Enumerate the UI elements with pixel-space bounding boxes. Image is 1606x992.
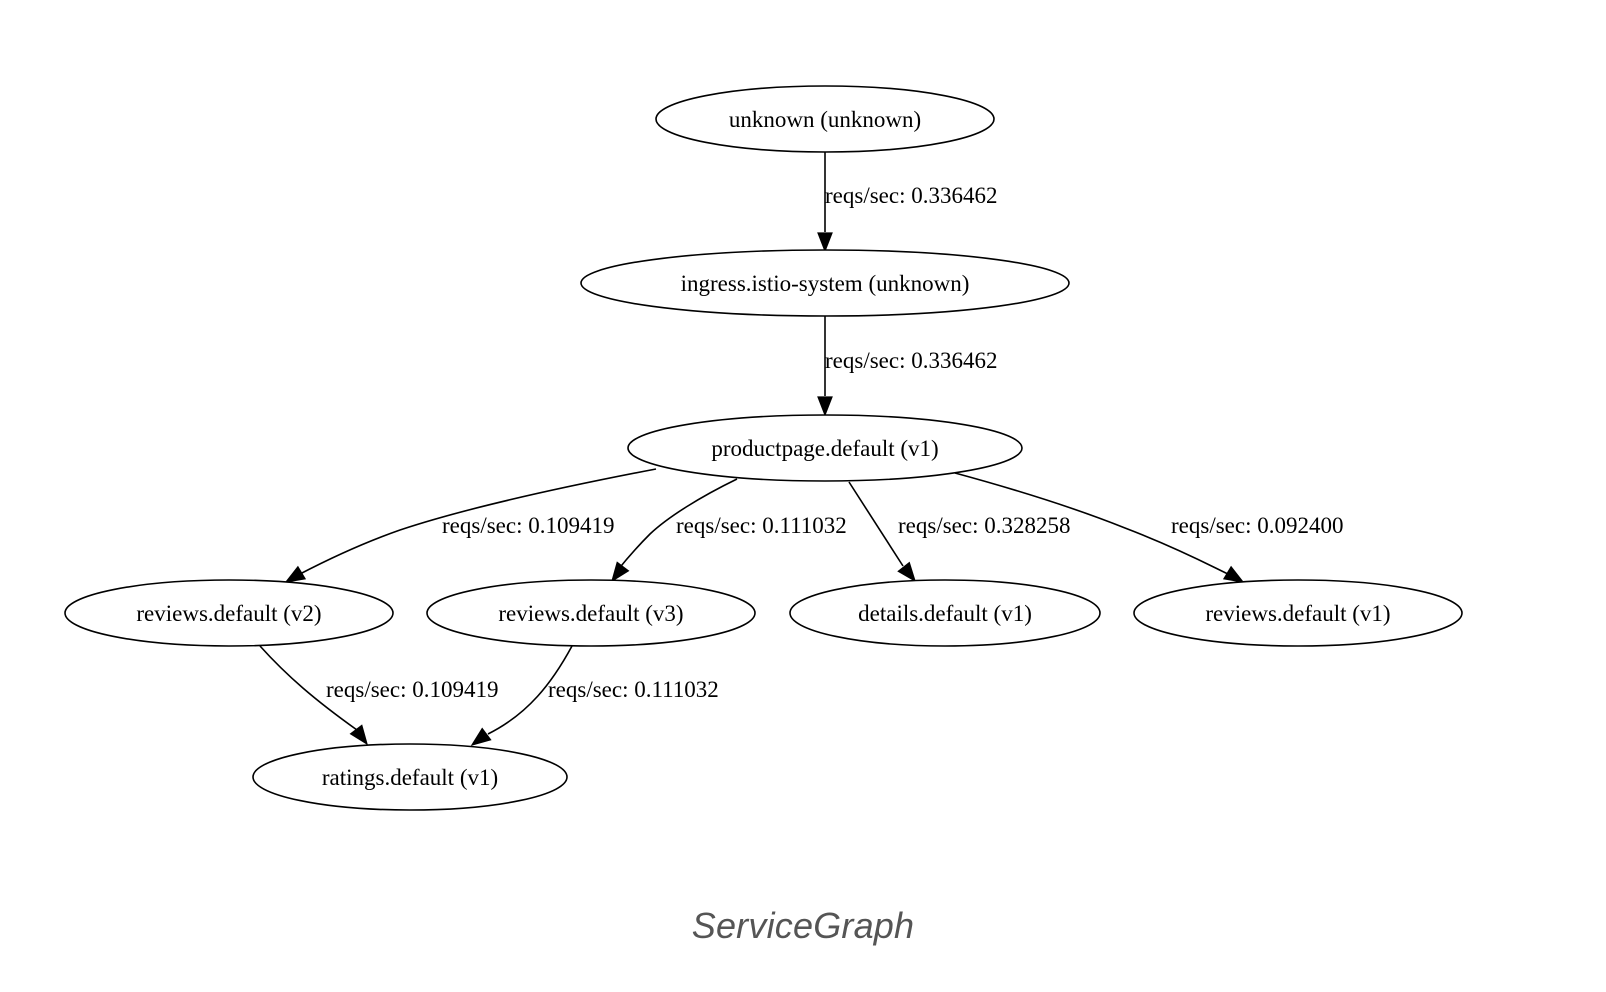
node-shape-reviews-v1 <box>1133 579 1463 647</box>
edge-line <box>487 645 573 735</box>
nodes-layer: unknown (unknown) ingress.istio-system (u… <box>64 85 1463 811</box>
edge-labels-layer: reqs/sec: 0.336462 reqs/sec: 0.336462 reqs… <box>326 183 1343 702</box>
arrowhead-icon <box>1222 565 1245 583</box>
node-label-ingress: ingress.istio-system (unknown) <box>681 271 970 296</box>
edge-productpage-to-reviews-v2 <box>284 468 657 583</box>
edge-productpage-to-details-v1 <box>848 481 917 583</box>
edge-ingress-to-productpage <box>817 316 833 417</box>
edge-line <box>954 472 1229 575</box>
edge-productpage-to-reviews-v3 <box>611 478 738 583</box>
arrowhead-icon <box>470 727 492 746</box>
edge-label-productpage-to-details-v1: reqs/sec: 0.328258 <box>898 513 1070 538</box>
node-shape-ratings-v1 <box>252 743 568 811</box>
edge-label-productpage-to-reviews-v1: reqs/sec: 0.092400 <box>1171 513 1343 538</box>
edge-line <box>259 645 358 731</box>
node-label-details-v1: details.default (v1) <box>858 601 1032 626</box>
node-shape-reviews-v2 <box>64 579 394 647</box>
node-shape-unknown <box>655 85 995 153</box>
edge-line <box>299 468 657 575</box>
node-label-reviews-v1: reviews.default (v1) <box>1205 601 1390 626</box>
node-reviews-v2: reviews.default (v2) <box>64 579 394 647</box>
node-shape-details-v1 <box>789 579 1101 647</box>
arrowhead-icon <box>284 565 307 583</box>
arrowhead-icon <box>349 724 368 746</box>
edge-label-unknown-to-ingress: reqs/sec: 0.336462 <box>825 183 997 208</box>
node-label-unknown: unknown (unknown) <box>729 107 921 132</box>
node-ratings-v1: ratings.default (v1) <box>252 743 568 811</box>
edge-unknown-to-ingress <box>817 152 833 253</box>
node-label-productpage: productpage.default (v1) <box>711 436 938 461</box>
edge-label-reviews-v3-to-ratings-v1: reqs/sec: 0.111032 <box>548 677 719 702</box>
node-productpage: productpage.default (v1) <box>627 414 1023 482</box>
node-reviews-v3: reviews.default (v3) <box>426 579 756 647</box>
node-shape-productpage <box>627 414 1023 482</box>
edge-label-ingress-to-productpage: reqs/sec: 0.336462 <box>825 348 997 373</box>
node-shape-reviews-v3 <box>426 579 756 647</box>
edge-line <box>848 481 904 567</box>
node-shape-ingress <box>580 249 1070 317</box>
node-reviews-v1: reviews.default (v1) <box>1133 579 1463 647</box>
arrowhead-icon <box>817 396 833 417</box>
node-unknown: unknown (unknown) <box>655 85 995 153</box>
node-ingress: ingress.istio-system (unknown) <box>580 249 1070 317</box>
edge-label-productpage-to-reviews-v3: reqs/sec: 0.111032 <box>676 513 847 538</box>
node-label-ratings-v1: ratings.default (v1) <box>322 765 498 790</box>
edge-label-productpage-to-reviews-v2: reqs/sec: 0.109419 <box>442 513 614 538</box>
node-label-reviews-v3: reviews.default (v3) <box>498 601 683 626</box>
edge-productpage-to-reviews-v1 <box>954 472 1245 583</box>
edge-reviews-v2-to-ratings-v1 <box>259 645 368 746</box>
edge-label-reviews-v2-to-ratings-v1: reqs/sec: 0.109419 <box>326 677 498 702</box>
arrowhead-icon <box>897 561 917 583</box>
figure-caption: ServiceGraph <box>691 905 915 946</box>
arrowhead-icon <box>611 561 630 583</box>
edges-layer <box>259 152 1245 746</box>
node-details-v1: details.default (v1) <box>789 579 1101 647</box>
node-label-reviews-v2: reviews.default (v2) <box>136 601 321 626</box>
edge-line <box>616 478 738 572</box>
arrowhead-icon <box>817 232 833 253</box>
edge-reviews-v3-to-ratings-v1 <box>470 645 573 746</box>
